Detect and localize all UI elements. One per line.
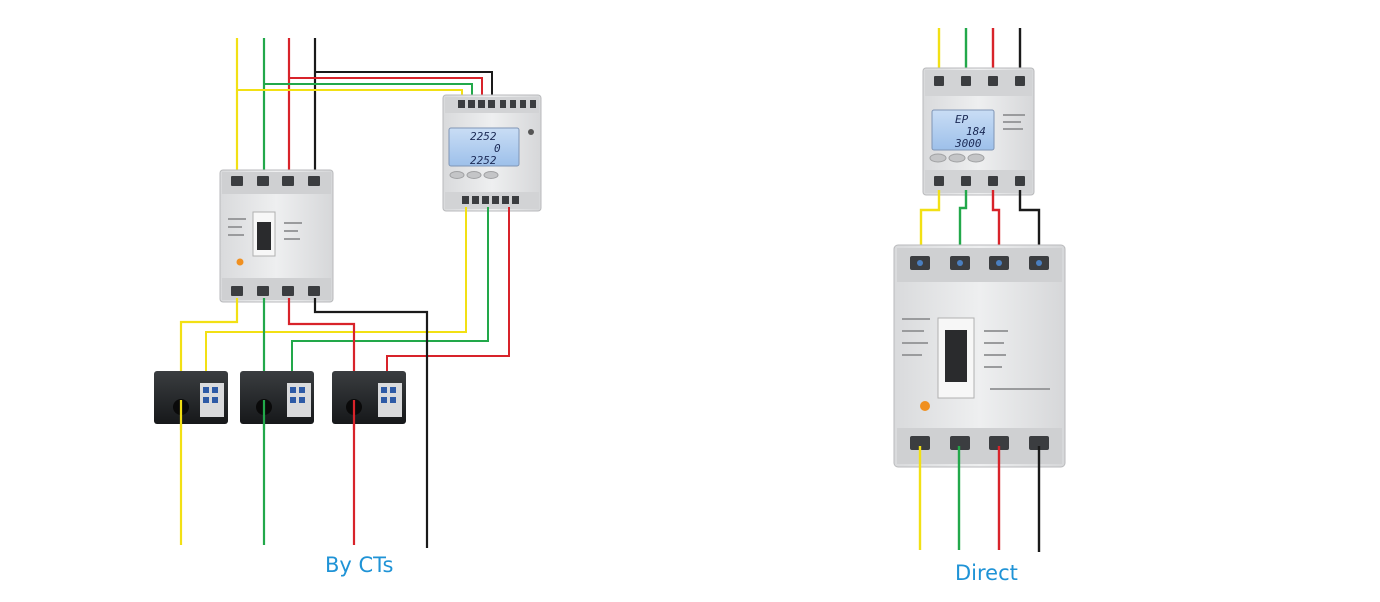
caption-by-cts: By CTs [325, 553, 394, 577]
ct-load-wires [179, 298, 429, 548]
ct-lead-yellow [205, 207, 467, 378]
caption-direct: Direct [955, 561, 1018, 585]
direct-lcd-line-1: EP [955, 113, 969, 126]
ct-breaker-indicator [236, 258, 244, 266]
direct-lcd-line-2: 184 [966, 125, 986, 138]
ct-meter-lcd [448, 127, 520, 167]
direct-load-wires [918, 446, 1041, 552]
direct-energy-meter: EP 184 3000 [922, 67, 1035, 196]
direct-meter-key-3 [967, 153, 985, 163]
ct-lcd-line-1: 2252 [470, 130, 497, 143]
direct-link-wire-yellow [919, 190, 941, 262]
ct-load-wire-red [287, 298, 356, 545]
ct-supply-wires [235, 38, 317, 175]
ct-tap-green [264, 83, 473, 103]
ct-circuit-breaker [219, 169, 334, 303]
direct-meter-key-2 [948, 153, 966, 163]
current-transformer-2 [240, 371, 314, 424]
ct-tap-yellow [237, 89, 463, 103]
ct-load-wire-yellow [179, 298, 239, 545]
ct-load-wire-black [313, 298, 429, 548]
ct-meter-key-3 [483, 171, 499, 179]
current-transformer-1 [154, 371, 228, 424]
ct-energy-meter: 2252 0 2252 [442, 94, 542, 212]
ct-meter-key-2 [466, 171, 482, 179]
direct-link-wire-green [958, 190, 968, 262]
ct-signal-leads [205, 207, 510, 378]
ct-lcd-line-2: 0 [494, 142, 501, 155]
ct-lead-red [386, 207, 510, 378]
direct-meter-key-1 [929, 153, 947, 163]
direct-meter-lcd [931, 109, 995, 151]
current-transformer-3 [332, 371, 406, 424]
direct-circuit-breaker [893, 244, 1066, 468]
direct-link-wire-red [991, 190, 1001, 262]
ct-wiring-group: 2252 0 2252 [154, 38, 542, 548]
ct-meter-key-1 [449, 171, 465, 179]
direct-link-wires [919, 190, 1041, 262]
ct-lead-green [291, 207, 489, 378]
direct-link-wire-black [1018, 190, 1041, 262]
direct-wiring-group: EP 184 3000 [893, 28, 1066, 552]
ct-tap-black [315, 71, 493, 103]
ct-lcd-line-3: 2252 [470, 154, 497, 167]
direct-lcd-line-3: 3000 [954, 137, 982, 150]
direct-breaker-indicator [920, 401, 930, 411]
